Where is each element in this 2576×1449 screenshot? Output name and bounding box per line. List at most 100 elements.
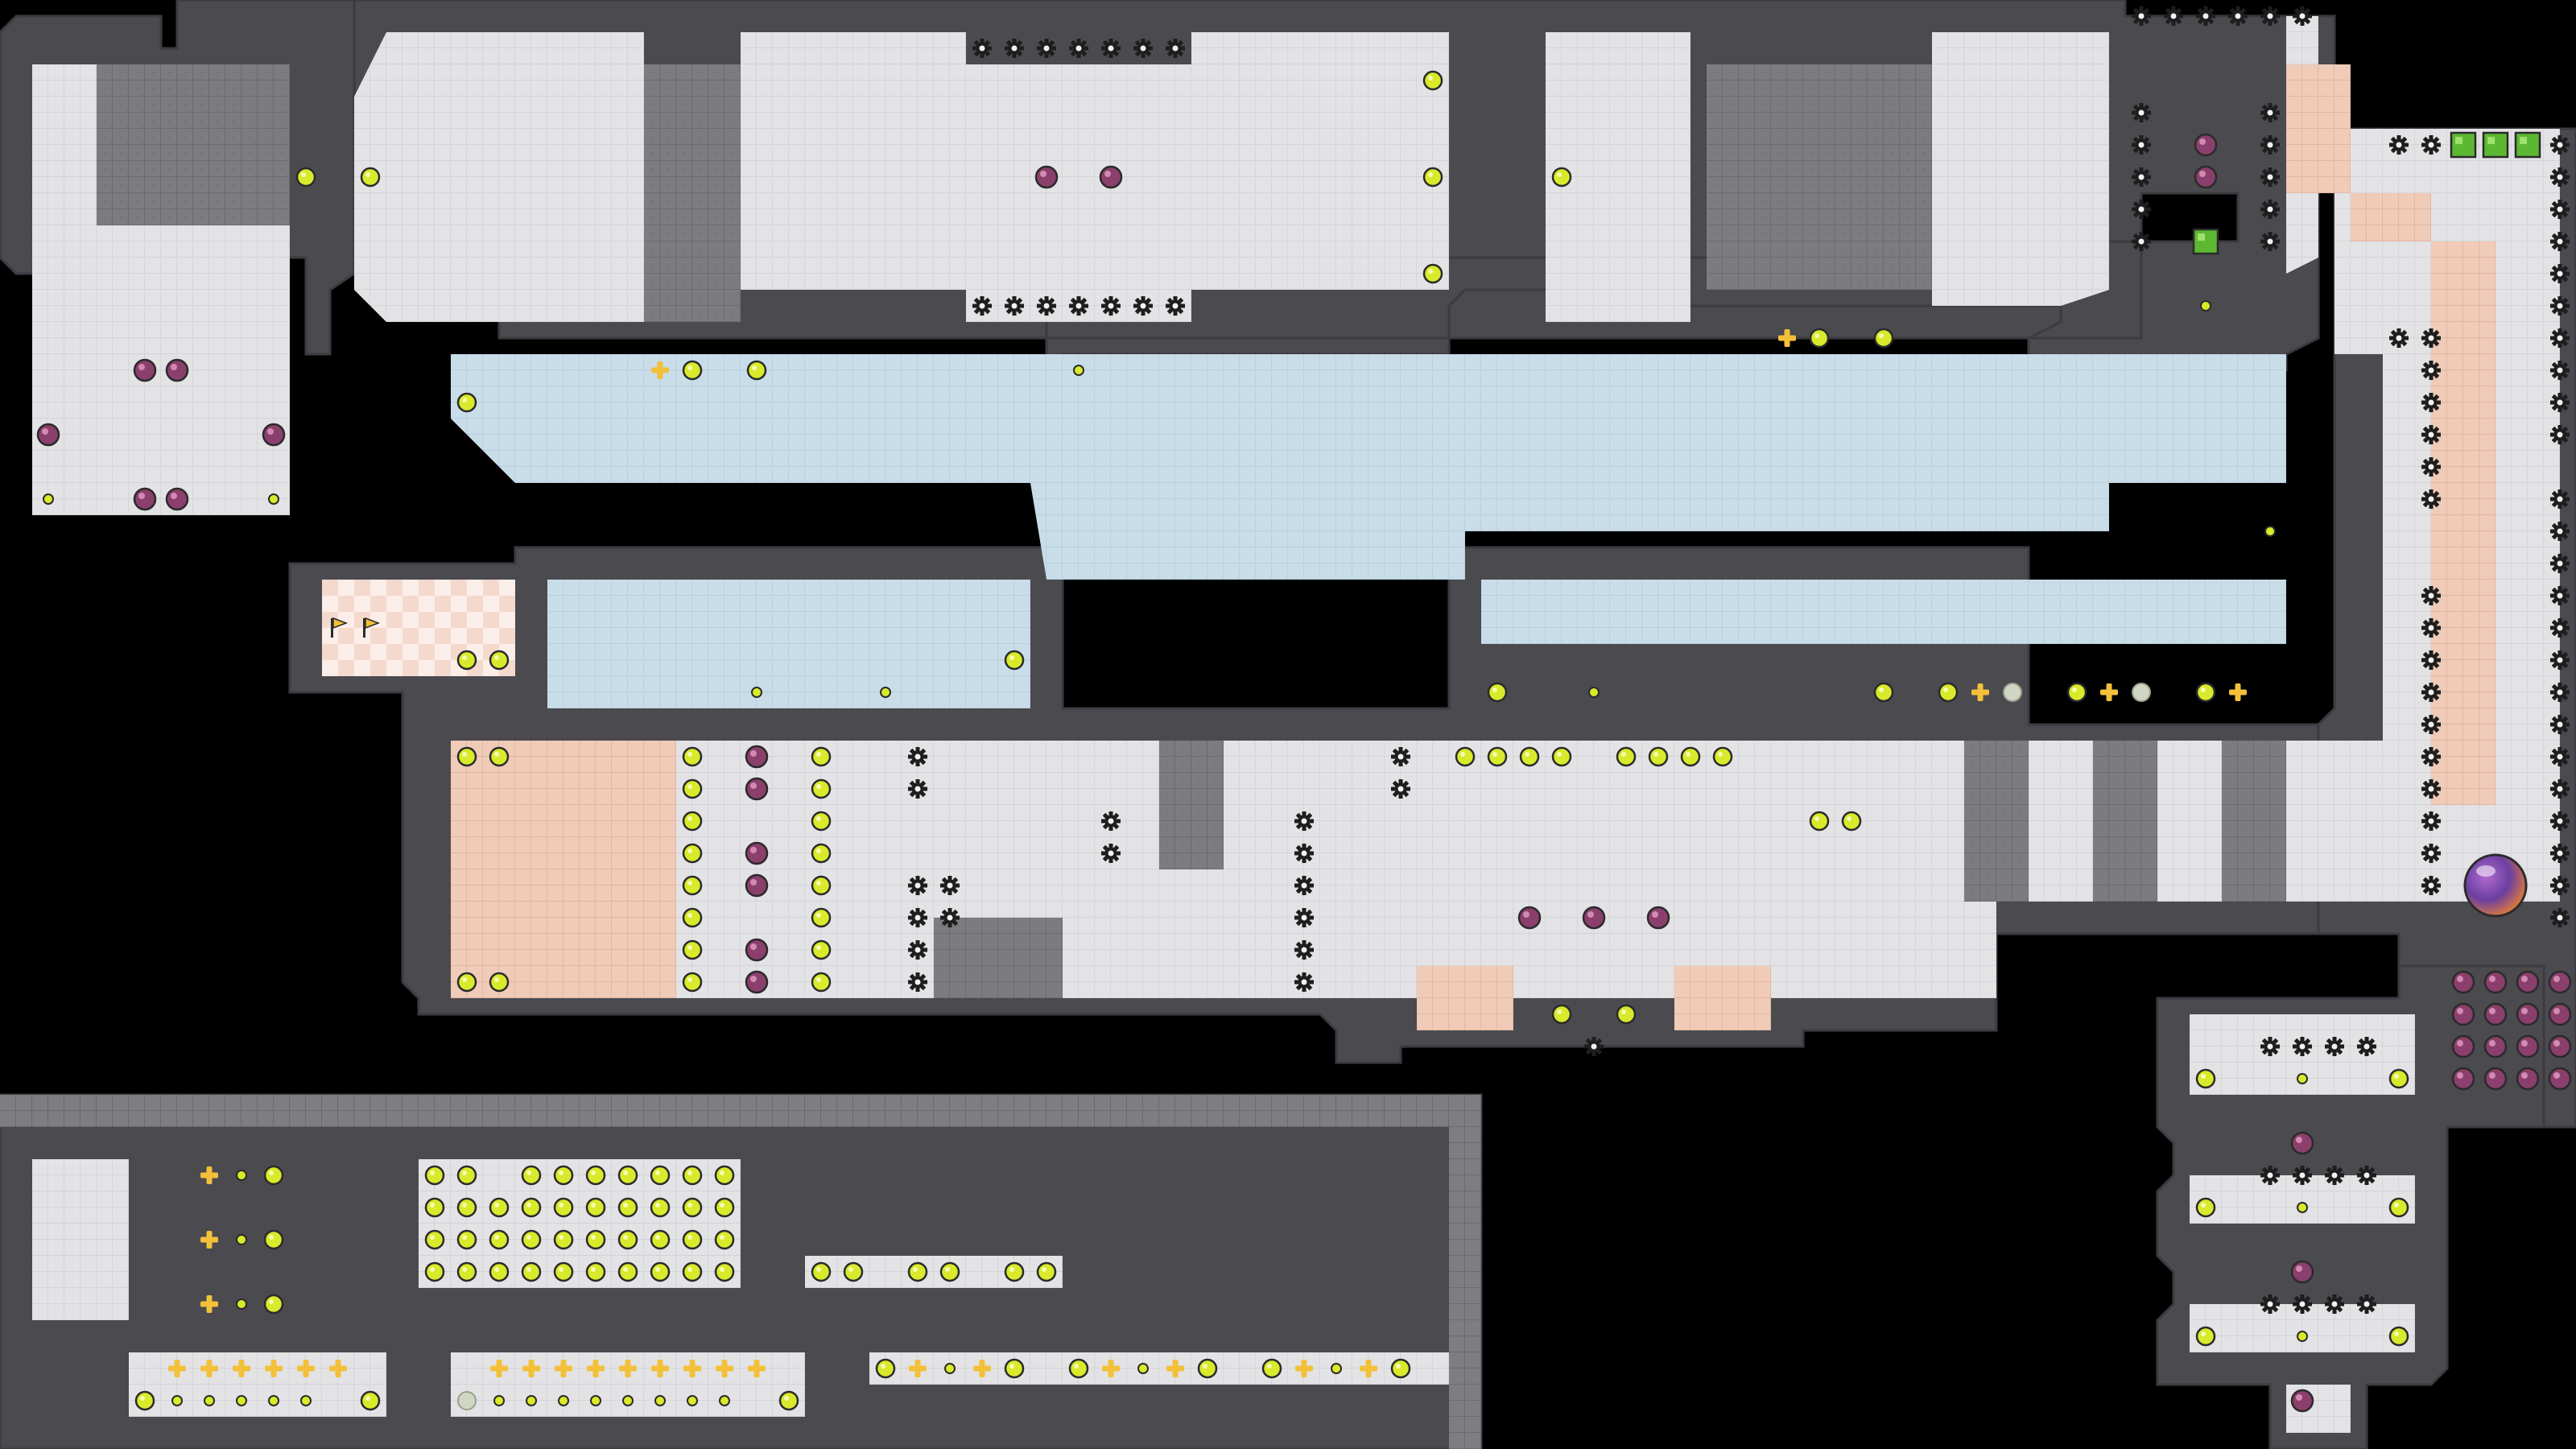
spike-gear-icon [908,940,927,960]
coin-icon [1551,167,1572,188]
plus-icon [233,1360,250,1377]
plus-icon [168,1360,186,1377]
coin-icon [682,972,703,993]
gem-icon [2516,1002,2540,1026]
flag-icon [331,617,349,638]
spike-gear-icon [1294,844,1314,863]
coin-icon [843,1261,864,1282]
coin-icon [682,843,703,864]
small-dot-icon [268,1395,279,1406]
spike-gear-icon [2260,200,2280,219]
faded-coin-icon [2132,683,2151,702]
gem-icon [1517,906,1542,930]
coin-icon [489,972,510,993]
small-dot-icon [1331,1363,1342,1374]
gem-icon [745,970,769,994]
coin-icon [489,650,510,671]
gem-icon [2290,1131,2314,1155]
plus-icon [587,1360,605,1377]
spike-gear-icon [2550,908,2570,927]
gem-icon [2290,1389,2314,1413]
water-upper-channel [451,354,2286,644]
spike-gear-icon [2421,618,2441,638]
spike-gear-icon [2325,1294,2344,1314]
dark-stairs-b [934,918,1063,998]
coin-icon [682,1197,703,1218]
small-dot-icon [654,1395,666,1406]
spike-gear-icon [1005,296,1024,316]
floor-bottom-left-room [32,1159,129,1320]
coin-icon [1455,746,1476,767]
spike-gear-icon [1584,1037,1604,1056]
spike-gear-icon [2389,328,2409,348]
gem-icon [262,423,286,447]
green-block-icon [2482,131,2509,159]
coin-icon [1261,1358,1282,1379]
gem-icon [745,938,769,962]
spike-gear-icon [908,876,927,895]
coin-icon [2195,1197,2216,1218]
small-dot-icon [236,1170,247,1181]
coin-icon [424,1261,445,1282]
spike-gear-icon [2550,425,2570,444]
plus-icon [200,1231,218,1249]
coin-icon [1004,650,1025,671]
spike-gear-icon [2550,296,2570,316]
spike-gear-icon [1166,296,1185,316]
coin-icon [1004,1358,1025,1379]
coin-icon [1422,167,1443,188]
spike-gear-icon [2421,361,2441,380]
plus-icon [1971,683,1989,701]
coin-icon [360,1390,381,1411]
spike-gear-icon [2550,361,2570,380]
coin-icon [2195,1326,2216,1347]
gem-icon [2194,133,2218,157]
gem-icon [2548,1067,2572,1091]
coin-icon [811,746,832,767]
coin-icon [811,778,832,799]
coin-icon [682,811,703,832]
coin-icon [424,1229,445,1250]
spike-gear-icon [2550,747,2570,766]
coin-icon [682,907,703,928]
spike-gear-icon [1101,296,1121,316]
spike-gear-icon [2164,6,2183,26]
gem-icon [1646,906,1670,930]
coin-icon [456,392,477,413]
spike-gear-icon [2132,135,2151,155]
plus-icon [200,1295,218,1313]
gem-icon [1582,906,1606,930]
coin-icon [650,1261,671,1282]
spike-gear-icon [2550,522,2570,541]
spike-gear-icon [2421,876,2441,895]
spike-gear-icon [2421,811,2441,831]
coin-icon [2388,1326,2409,1347]
small-dot-icon [171,1395,183,1406]
player-ball-icon[interactable] [2463,853,2528,918]
plus-icon [651,1360,669,1377]
coin-icon [456,746,477,767]
coin-icon [1809,811,1830,832]
coin-icon [617,1261,638,1282]
spike-gear-icon [2260,6,2280,26]
coin-icon [489,1197,510,1218]
coin-icon [456,1197,477,1218]
coin-icon [617,1229,638,1250]
spike-gear-icon [2228,6,2248,26]
small-dot-icon [590,1395,601,1406]
gem-icon [2483,1002,2508,1026]
coin-icon [811,972,832,993]
floor-bottom-right-2 [2190,1175,2415,1224]
coin-icon [2388,1068,2409,1089]
plus-icon [973,1360,991,1377]
coin-icon [1422,70,1443,91]
coin-icon [1841,811,1862,832]
gem-icon [2548,1002,2572,1026]
spike-gear-icon [2132,200,2151,219]
small-dot-icon [236,1298,247,1310]
spike-gear-icon [940,876,960,895]
spike-gear-icon [2421,328,2441,348]
spike-gear-icon [2421,779,2441,799]
green-block-icon [2450,131,2477,159]
